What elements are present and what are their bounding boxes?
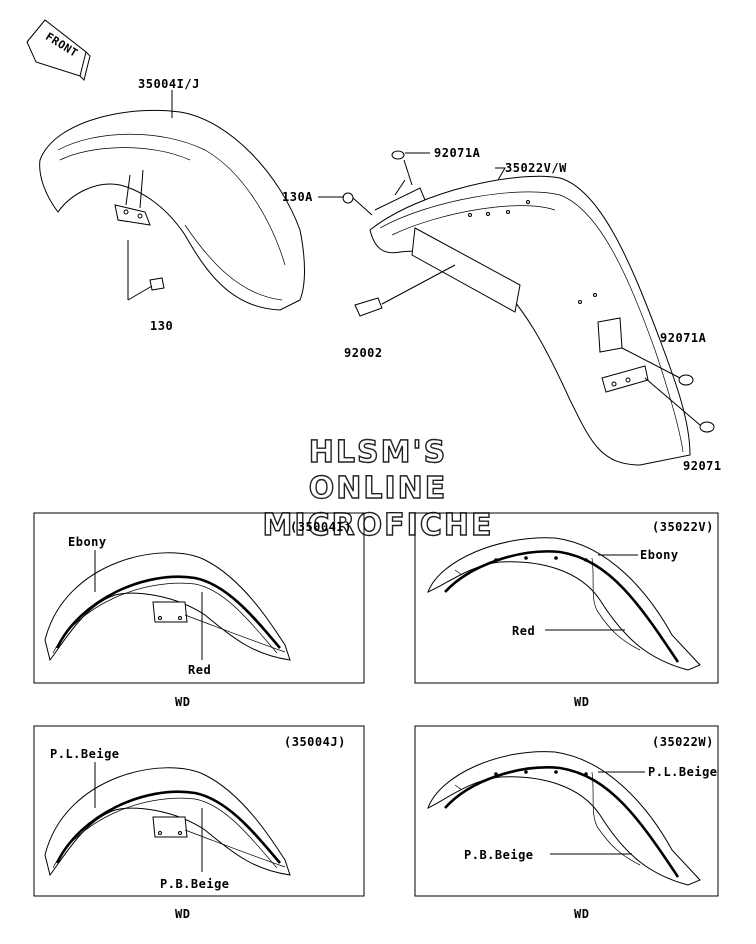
callout-grommet-right: 92071A — [660, 331, 707, 345]
stripe-inner-label: Red — [188, 663, 211, 677]
callout-bolt-rear: 130A — [282, 190, 313, 204]
panel-code: (35022W) — [652, 735, 714, 749]
panel-35004i: (35004I) Ebony Red WD — [33, 512, 365, 709]
callout-bolt-side: 92002 — [344, 346, 383, 360]
front-fender-drawing — [39, 109, 305, 311]
callout-grommet-bottom: 92071 — [683, 459, 722, 473]
panel-35022v: (35022V) Ebony Red WD — [414, 512, 719, 709]
rear-fender-variant-drawing — [427, 537, 701, 671]
stripe-outer-label: P.L.Beige — [50, 747, 120, 761]
panel-caption: WD — [574, 695, 589, 709]
panel-caption: WD — [175, 695, 190, 709]
front-fender-variant-drawing — [43, 766, 292, 877]
front-fender-variant-drawing — [43, 551, 292, 662]
rear-fender-drawing — [342, 150, 715, 466]
panel-35022w: (35022W) P.L.Beige P.B.Beige WD — [414, 725, 719, 921]
watermark-line-1: HLSM'S — [309, 435, 447, 470]
panel-caption: WD — [175, 907, 190, 921]
callout-grommet-top: 92071A — [434, 146, 481, 160]
stripe-inner-label: P.B.Beige — [464, 848, 534, 862]
panel-frame — [414, 725, 719, 897]
panel-frame — [33, 512, 365, 684]
panel-code: (35004J) — [284, 735, 346, 749]
callout-rear-fender: 35022V/W — [505, 161, 567, 175]
callout-leaders — [171, 90, 506, 198]
stripe-inner-label: P.B.Beige — [160, 877, 230, 891]
panel-caption: WD — [574, 907, 589, 921]
stripe-outer-label: Ebony — [640, 548, 679, 562]
panel-35004j: (35004J) P.L.Beige P.B.Beige WD — [33, 725, 365, 921]
watermark-line-3: MICROFICHE — [263, 508, 494, 543]
panel-frame — [414, 512, 719, 684]
stripe-outer-label: Ebony — [68, 535, 107, 549]
panel-frame — [33, 725, 365, 897]
front-direction-arrow: FRONT — [26, 19, 91, 81]
stripe-inner-label: Red — [512, 624, 535, 638]
stripe-outer-label: P.L.Beige — [648, 765, 718, 779]
rear-fender-variant-drawing — [427, 751, 701, 886]
callout-front-fender: 35004I/J — [138, 77, 200, 91]
panel-code: (35022V) — [652, 520, 714, 534]
panel-code: (35004I) — [290, 520, 352, 534]
watermark-line-2: ONLINE — [309, 471, 448, 506]
callout-bolt-front: 130 — [150, 319, 173, 333]
